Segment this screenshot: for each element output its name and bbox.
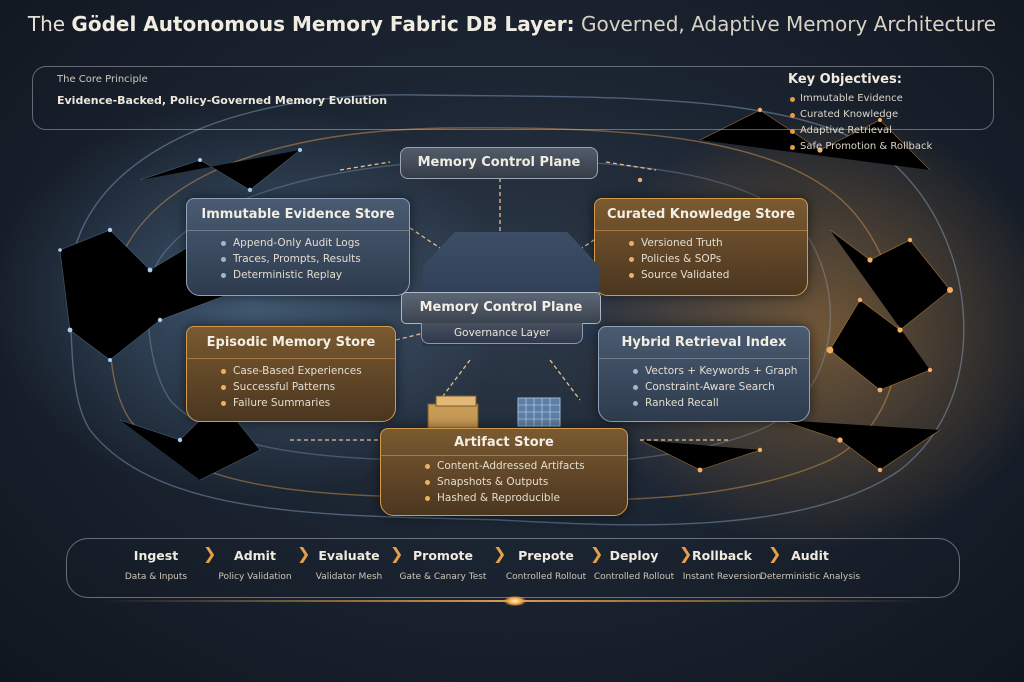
store-item: Failure Summaries [221, 397, 395, 409]
pipeline-stage-promote: Promote Gate & Canary Test [391, 548, 495, 582]
store-item: Source Validated [629, 269, 807, 281]
core-principle-value: Evidence-Backed, Policy-Governed Memory … [57, 94, 388, 107]
objective-item: Immutable Evidence [788, 93, 988, 104]
pipeline-stage-prepote: Prepote Controlled Rollout [494, 548, 598, 582]
chevron-right-icon: ❯ [768, 544, 782, 563]
pipeline-stage-ingest: Ingest Data & Inputs [104, 548, 208, 582]
store-item: Traces, Prompts, Results [221, 253, 409, 265]
store-title: Hybrid Retrieval Index [599, 327, 809, 359]
artifact-store: Artifact Store Content-Addressed Artifac… [380, 428, 628, 516]
store-title: Artifact Store [381, 429, 627, 456]
store-item: Vectors + Keywords + Graph [633, 365, 809, 377]
stage-desc: Instant Reversion [682, 572, 762, 582]
stage-desc: Policy Validation [218, 572, 292, 582]
key-objectives-heading: Key Objectives: [788, 72, 902, 87]
store-item: Content-Addressed Artifacts [425, 460, 627, 472]
stage-desc: Controlled Rollout [593, 572, 675, 582]
objective-item: Curated Knowledge [788, 109, 988, 120]
store-item: Successful Patterns [221, 381, 395, 393]
stage-name: Evaluate [318, 548, 380, 563]
store-item: Case-Based Experiences [221, 365, 395, 377]
core-principle-label: The Core Principle [57, 74, 148, 85]
title-prefix: The [27, 12, 66, 36]
hybrid-retrieval-index: Hybrid Retrieval Index Vectors + Keyword… [598, 326, 810, 422]
stage-name: Promote [413, 548, 473, 563]
pipeline-glow [504, 596, 526, 606]
pipeline-stage-evaluate: Evaluate Validator Mesh [297, 548, 401, 582]
stage-desc: Controlled Rollout [505, 572, 587, 582]
store-item: Append-Only Audit Logs [221, 237, 409, 249]
store-item: Snapshots & Outputs [425, 476, 627, 488]
stage-name: Admit [234, 548, 276, 563]
chevron-right-icon: ❯ [390, 544, 404, 563]
store-item: Policies & SOPs [629, 253, 807, 265]
store-item: Versioned Truth [629, 237, 807, 249]
store-title: Episodic Memory Store [187, 327, 395, 359]
store-item: Constraint-Aware Search [633, 381, 809, 393]
core-principle-panel: The Core Principle Evidence-Backed, Poli… [32, 66, 994, 130]
key-objectives: Key Objectives: Immutable Evidence Curat… [788, 72, 988, 157]
objective-item: Safe Promotion & Rollback [788, 141, 988, 152]
chevron-right-icon: ❯ [493, 544, 507, 563]
page-title: The Gödel Autonomous Memory Fabric DB La… [0, 12, 1024, 36]
stage-desc: Deterministic Analysis [759, 572, 861, 582]
episodic-memory-store: Episodic Memory Store Case-Based Experie… [186, 326, 396, 422]
pipeline-stage-rollback: Rollback Instant Reversion [670, 548, 774, 582]
title-rest: Governed, Adaptive Memory Architecture [580, 12, 997, 36]
stage-name: Deploy [609, 548, 659, 563]
store-item: Ranked Recall [633, 397, 809, 409]
governance-layer-label: Governance Layer [421, 323, 583, 344]
store-title: Immutable Evidence Store [187, 199, 409, 231]
stage-name: Prepote [518, 548, 574, 563]
store-item: Hashed & Reproducible [425, 492, 627, 504]
curated-knowledge-store: Curated Knowledge Store Versioned Truth … [594, 198, 808, 296]
store-title: Curated Knowledge Store [595, 199, 807, 231]
stage-desc: Data & Inputs [124, 572, 188, 582]
memory-control-plane-center: Memory Control Plane [401, 292, 601, 324]
immutable-evidence-store: Immutable Evidence Store Append-Only Aud… [186, 198, 410, 296]
objective-item: Adaptive Retrieval [788, 125, 988, 136]
pipeline-stage-audit: Audit Deterministic Analysis [758, 548, 862, 582]
stage-desc: Gate & Canary Test [399, 572, 487, 582]
stage-name: Ingest [133, 548, 179, 563]
stage-name: Audit [791, 548, 829, 563]
store-item: Deterministic Replay [221, 269, 409, 281]
chevron-right-icon: ❯ [679, 544, 693, 563]
pipeline-stage-admit: Admit Policy Validation [203, 548, 307, 582]
memory-control-plane-top: Memory Control Plane [400, 147, 598, 179]
pipeline-stage-deploy: Deploy Controlled Rollout [582, 548, 686, 582]
chevron-right-icon: ❯ [203, 544, 217, 563]
title-bold: Gödel Autonomous Memory Fabric DB Layer: [71, 12, 575, 36]
chevron-right-icon: ❯ [297, 544, 311, 563]
stage-name: Rollback [692, 548, 752, 563]
stage-desc: Validator Mesh [315, 572, 383, 582]
chevron-right-icon: ❯ [590, 544, 604, 563]
